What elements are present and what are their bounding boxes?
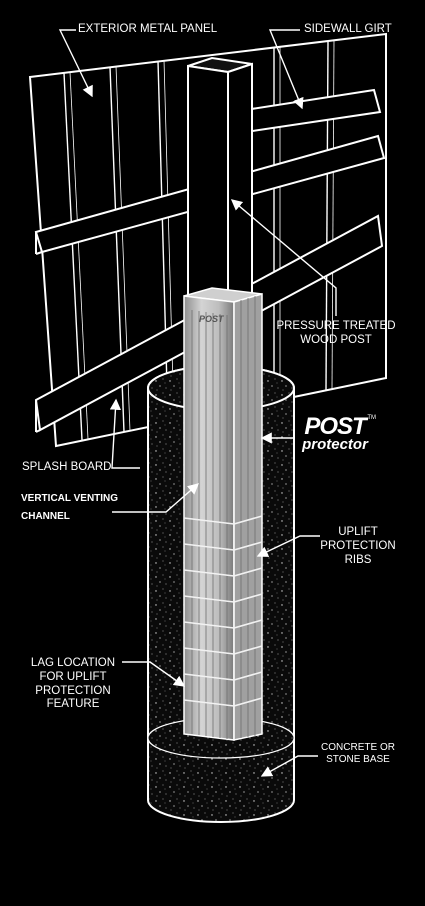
label-vertical-venting-channel: VERTICAL VENTING CHANNEL [21, 493, 118, 523]
leader-pressure-treated-wood-post [230, 199, 337, 316]
label-concrete-line1: CONCRETE OR [321, 742, 395, 753]
label-lag-line1: LAG LOCATION [30, 657, 116, 669]
label-uplift-line3: RIBS [344, 553, 372, 566]
sleeve-logo: POST [199, 314, 225, 324]
label-lag-location: LAG LOCATION FOR UPLIFT PROTECTION FEATU… [20, 657, 126, 712]
label-uplift-line1: UPLIFT [338, 526, 378, 538]
logo-protector-word: protector [302, 436, 368, 453]
wood-post [187, 56, 253, 312]
leader-splash-board [109, 398, 140, 469]
label-exterior-metal-panel: EXTERIOR METAL PANEL [78, 23, 218, 35]
label-pressure-treated-line2: WOOD POST [300, 333, 372, 346]
leader-exterior-metal-panel [58, 29, 93, 98]
label-lag-line2: FOR UPLIFT [39, 670, 107, 683]
logo-trademark: TM [367, 415, 376, 421]
post-protector-sleeve: POST [183, 287, 263, 741]
label-concrete-line2: STONE BASE [326, 754, 390, 765]
leader-lines [58, 29, 337, 777]
label-vertical-venting-line1: VERTICAL VENTING [21, 493, 119, 504]
label-lag-line3: PROTECTION [35, 684, 111, 697]
leader-concrete-stone-base [260, 755, 318, 777]
leader-lag-location [122, 661, 186, 687]
leader-uplift-protection-ribs [256, 535, 320, 557]
logo-post-word: POST [304, 413, 366, 440]
label-uplift-line2: PROTECTION [320, 539, 396, 552]
leader-vertical-venting-channel [112, 483, 200, 513]
label-pressure-treated-line1: PRESSURE TREATED [276, 320, 396, 332]
label-sidewall-girt: SIDEWALL GIRT [304, 23, 392, 35]
leader-sidewall-girt [268, 29, 304, 110]
post-protector-logo: POST TM protector [296, 413, 376, 453]
label-concrete-stone-base: CONCRETE OR STONE BASE [310, 742, 406, 766]
label-uplift-protection-ribs: UPLIFT PROTECTION RIBS [316, 526, 400, 567]
label-splash-board: SPLASH BOARD [22, 461, 112, 473]
label-pressure-treated-wood-post: PRESSURE TREATED WOOD POST [268, 320, 404, 348]
label-lag-line4: FEATURE [46, 698, 100, 711]
label-vertical-venting-line2: CHANNEL [21, 511, 70, 522]
